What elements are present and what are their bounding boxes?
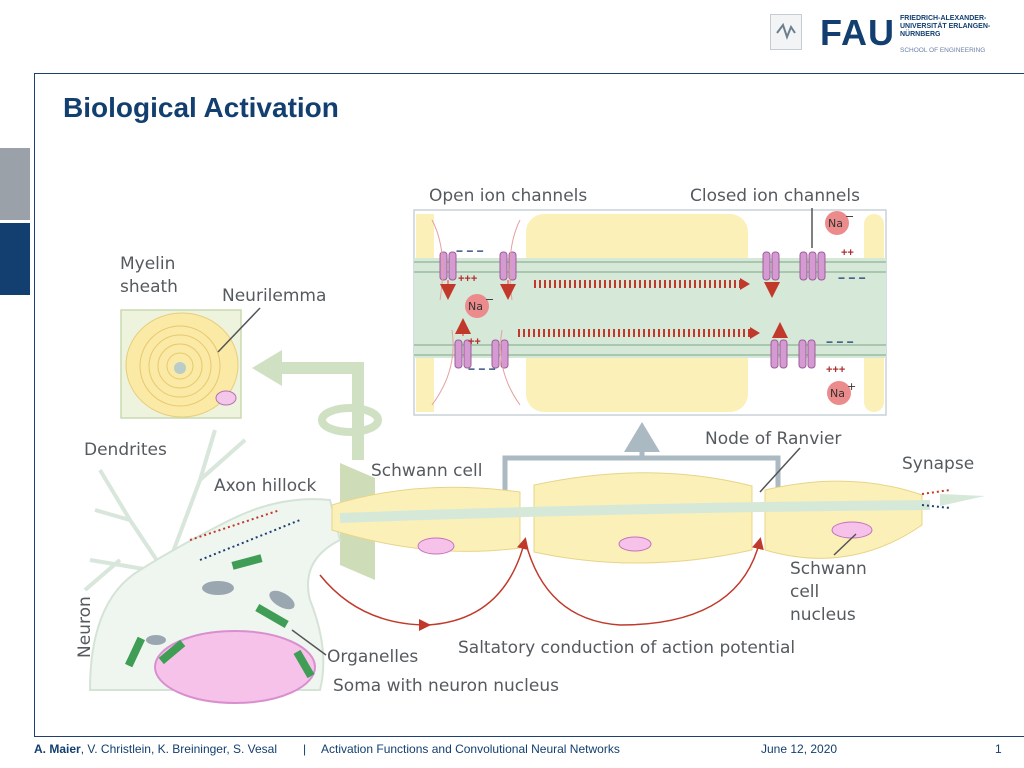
label-schwann-cell: Schwann cell (371, 461, 482, 481)
label-soma: Soma with neuron nucleus (333, 676, 559, 696)
label-closed-ion-channels: Closed ion channels (690, 186, 860, 206)
inset-pointer-bracket (502, 422, 801, 493)
label-saltatory-conduction: Saltatory conduction of action potential (458, 638, 795, 658)
ion-channel-inset: Na − Na − Na + − − − +++ ++ − − − ++ − −… (413, 208, 887, 416)
label-axon-hillock: Axon hillock (214, 476, 316, 496)
charge-minus-4: − − − (826, 335, 854, 349)
label-schwann-nucleus-line2: cell (790, 582, 819, 602)
label-schwann-nucleus-line1: Schwann (790, 559, 867, 579)
footer-date: June 12, 2020 (761, 742, 838, 756)
na-minus-ion-mid: Na (468, 300, 483, 313)
faculty-logo-icon (770, 14, 802, 50)
label-neurilemma: Neurilemma (222, 286, 326, 306)
charge-plus-4: +++ (826, 364, 845, 376)
label-synapse: Synapse (902, 454, 974, 474)
label-open-ion-channels: Open ion channels (429, 186, 587, 206)
label-sheath: sheath (120, 277, 178, 297)
content-frame (34, 73, 1024, 737)
charge-plus-1: +++ (458, 273, 477, 285)
footer-authors: A. Maier, V. Christlein, K. Breininger, … (34, 742, 277, 756)
side-tab-current[interactable] (0, 223, 30, 295)
neuron-body (83, 429, 342, 704)
page-number: 1 (995, 742, 1002, 756)
na-sup-minus-mid: − (485, 293, 494, 306)
label-dendrites: Dendrites (84, 440, 167, 460)
myelin-cross-section (120, 307, 261, 419)
charge-minus-2: − − − (468, 362, 496, 376)
label-myelin: Myelin (120, 254, 175, 274)
footer-authors-rest: , V. Christlein, K. Breininger, S. Vesal (80, 742, 278, 756)
charge-minus-3: − − − (838, 271, 866, 285)
charge-plus-3: ++ (841, 247, 854, 259)
footer-course: Activation Functions and Convolutional N… (321, 742, 620, 756)
school-name: SCHOOL OF ENGINEERING (900, 47, 986, 54)
label-organelles: Organelles (327, 647, 418, 667)
charge-minus-1: − − − (456, 244, 484, 258)
label-neuron: Neuron (75, 596, 95, 658)
fau-logo: FAU (820, 12, 895, 53)
university-name: FRIEDRICH-ALEXANDER- UNIVERSITÄT ERLANGE… (900, 15, 991, 38)
slide-title: Biological Activation (63, 92, 339, 123)
side-tab-previous[interactable] (0, 148, 30, 220)
footer-separator: | (303, 742, 307, 756)
na-minus-ion-top: Na (828, 217, 843, 230)
myelinated-axon (331, 472, 985, 564)
label-node-of-ranvier: Node of Ranvier (705, 429, 841, 449)
na-plus-ion: Na (830, 387, 845, 400)
na-sup-minus-top: − (845, 210, 854, 223)
charge-plus-2: ++ (468, 336, 481, 348)
footer-author-main: A. Maier (34, 742, 81, 756)
label-schwann-nucleus-line3: nucleus (790, 605, 856, 625)
saltatory-arrows (319, 537, 764, 631)
na-sup-plus: + (847, 380, 856, 393)
